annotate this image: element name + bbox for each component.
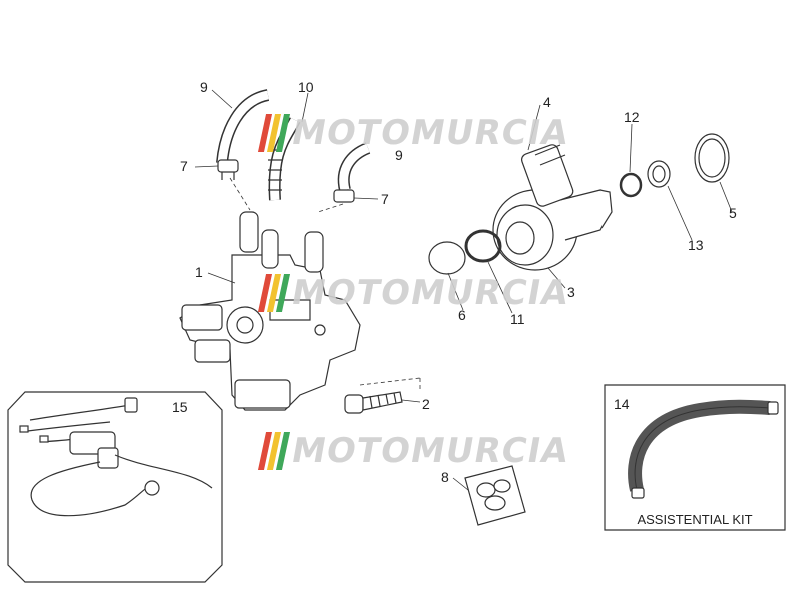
o-ring-11 [464,229,502,263]
wiring-kit-15-frame [7,391,223,583]
callout-3: 3 [567,284,575,300]
watermark-text: MOTOMURCIA [288,431,572,471]
hose-9-left [216,89,270,164]
assistential-kit-14-frame [604,384,786,531]
gasket-kit-8 [464,465,526,526]
pump-body-1 [179,211,361,411]
callout-12: 12 [624,109,640,125]
callout-7-right: 7 [381,191,389,207]
callout-9-left: 9 [200,79,208,95]
hose-clamp-7-left [217,159,239,180]
gasket-5 [694,133,730,183]
hose-14 [628,399,779,499]
callout-11: 11 [510,311,525,327]
callout-7-left: 7 [180,158,188,174]
bolt-2 [344,391,403,414]
callout-14: 14 [614,396,630,412]
hose-clamp-7-right [333,189,355,203]
leader-lines [194,89,733,491]
callout-9-right: 9 [395,147,403,163]
watermark-bottom: MOTOMURCIA [257,428,572,474]
washer-13 [647,160,671,188]
assembly-guide-lines [229,177,421,390]
o-ring-12 [619,172,643,198]
callout-6: 6 [458,307,466,323]
callout-5: 5 [729,205,737,221]
callout-4: 4 [543,94,551,110]
callout-2: 2 [422,396,430,412]
wiring-harness-15 [19,397,213,517]
watermark-text: MOTOMURCIA [288,113,572,153]
callout-8: 8 [441,469,449,485]
o-ring-6 [428,241,466,275]
callout-13: 13 [688,237,704,253]
pressure-regulator-3 [492,144,613,271]
watermark-text: MOTOMURCIA [288,273,572,313]
callout-15: 15 [172,399,188,415]
callout-1: 1 [195,264,203,280]
callout-10: 10 [298,79,314,95]
watermark-middle: MOTOMURCIA [257,270,572,316]
hose-9-right [337,142,371,192]
assistential-kit-caption: ASSISTENTIAL KIT [637,512,753,527]
